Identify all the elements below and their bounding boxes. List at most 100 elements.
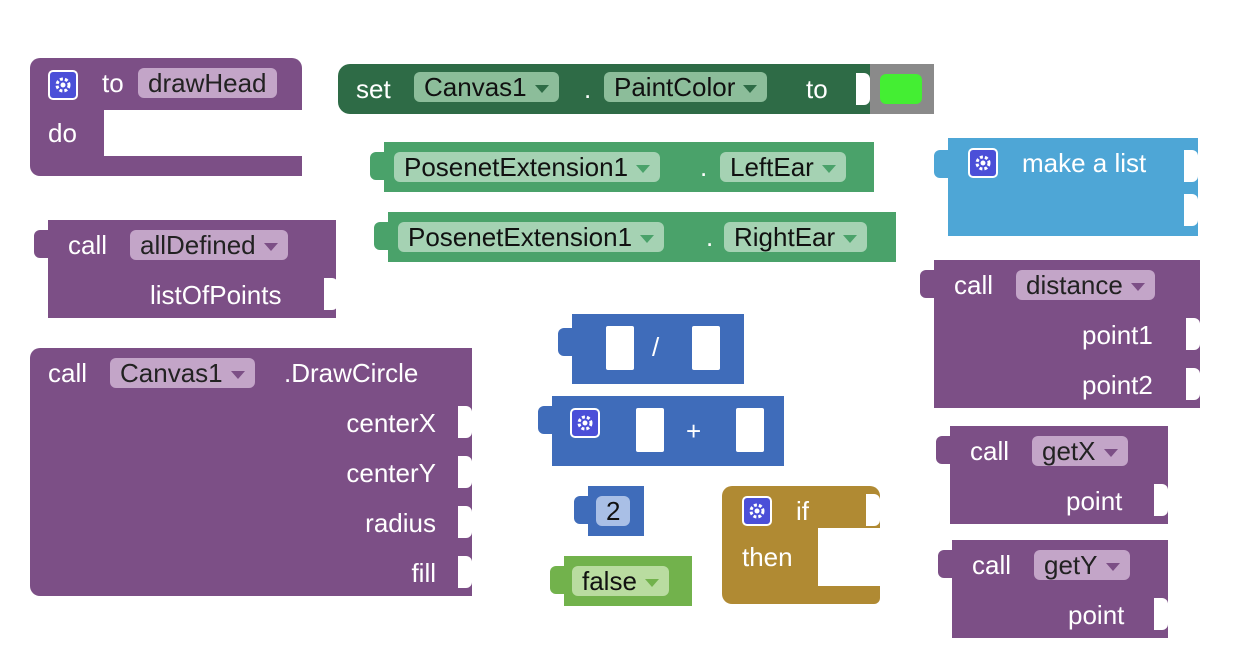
- chevron-down-icon: [1103, 449, 1118, 458]
- arg-label-centerx: centerX: [346, 408, 436, 438]
- plus-operator: +: [686, 416, 702, 446]
- arg-label-point2: point2: [1082, 370, 1153, 400]
- color-block[interactable]: [870, 64, 934, 114]
- procedure-dropdown-label: distance: [1026, 270, 1123, 300]
- addend-socket[interactable]: [636, 408, 664, 452]
- math-divide-block[interactable]: /: [558, 314, 744, 384]
- call-gety-block[interactable]: call getY point: [938, 540, 1168, 638]
- then-label: then: [742, 542, 793, 572]
- chevron-down-icon: [230, 371, 245, 380]
- boolean-dropdown[interactable]: false: [572, 566, 669, 596]
- number-field[interactable]: 2: [596, 496, 631, 526]
- math-number-block[interactable]: 2: [574, 486, 644, 536]
- color-swatch[interactable]: [880, 74, 922, 104]
- component-property-getter-right-ear[interactable]: PosenetExtension1 . RightEar: [374, 212, 896, 262]
- procedure-dropdown[interactable]: getY: [1034, 550, 1130, 580]
- call-label: call: [954, 270, 994, 300]
- output-plug: [550, 566, 564, 594]
- divisor-socket[interactable]: [692, 326, 720, 370]
- component-dropdown-label: PosenetExtension1: [408, 222, 633, 252]
- call-label: call: [48, 358, 88, 388]
- procedure-dropdown-label: getX: [1042, 436, 1096, 466]
- gear-icon[interactable]: [968, 148, 998, 178]
- component-dropdown[interactable]: PosenetExtension1: [394, 152, 661, 182]
- output-plug: [936, 436, 950, 464]
- arg-label-centery: centerY: [346, 458, 436, 488]
- gear-icon[interactable]: [570, 408, 600, 438]
- condition-socket[interactable]: [866, 494, 880, 526]
- procedure-dropdown[interactable]: distance: [1016, 270, 1155, 300]
- chevron-down-icon: [644, 579, 659, 588]
- component-dropdown[interactable]: Canvas1: [414, 72, 559, 102]
- component-property-getter-left-ear[interactable]: PosenetExtension1 . LeftEar: [370, 142, 874, 192]
- gear-icon[interactable]: [48, 70, 78, 100]
- component-dropdown[interactable]: PosenetExtension1: [398, 222, 665, 252]
- arg-label: listOfPoints: [150, 280, 282, 310]
- gear-icon[interactable]: [742, 496, 772, 526]
- property-dropdown-label: PaintColor: [614, 72, 736, 102]
- component-dropdown-label: PosenetExtension1: [404, 152, 629, 182]
- property-dropdown[interactable]: LeftEar: [720, 152, 846, 182]
- dot-label: .: [584, 74, 592, 104]
- logic-boolean-block[interactable]: false: [550, 556, 692, 606]
- arg-socket[interactable]: [1154, 484, 1168, 516]
- chevron-down-icon: [1105, 563, 1120, 572]
- chevron-down-icon: [843, 235, 858, 244]
- control-if-block[interactable]: if then: [722, 486, 880, 604]
- do-label: do: [48, 118, 77, 148]
- item-socket[interactable]: [1184, 194, 1198, 226]
- arg-socket[interactable]: [458, 506, 472, 538]
- arg-socket[interactable]: [458, 456, 472, 488]
- arg-socket[interactable]: [1154, 598, 1168, 630]
- dot-label: .: [700, 152, 708, 182]
- output-plug: [370, 152, 384, 180]
- component-dropdown-label: Canvas1: [424, 72, 527, 102]
- arg-label-point1: point1: [1082, 320, 1153, 350]
- addend-socket[interactable]: [736, 408, 764, 452]
- property-dropdown[interactable]: PaintColor: [604, 72, 768, 102]
- chevron-down-icon: [743, 85, 758, 94]
- arg-socket[interactable]: [1186, 318, 1200, 350]
- value-socket[interactable]: [856, 73, 870, 105]
- to-label: to: [102, 68, 124, 98]
- if-label: if: [796, 496, 809, 526]
- procedure-definition-block[interactable]: to drawHead do: [30, 58, 302, 176]
- arg-label: point: [1068, 600, 1125, 630]
- divide-operator: /: [652, 332, 660, 362]
- arg-socket[interactable]: [458, 406, 472, 438]
- output-plug: [558, 328, 572, 356]
- make-a-list-block[interactable]: make a list: [934, 138, 1198, 236]
- call-draw-circle-block[interactable]: call Canvas1 .DrawCircle centerX centerY…: [30, 348, 472, 596]
- call-getx-block[interactable]: call getX point: [936, 426, 1168, 524]
- item-socket[interactable]: [1184, 150, 1198, 182]
- make-a-list-label: make a list: [1022, 148, 1147, 178]
- output-plug: [374, 222, 388, 250]
- math-add-block[interactable]: +: [538, 396, 784, 466]
- chevron-down-icon: [636, 165, 651, 174]
- dividend-socket[interactable]: [606, 326, 634, 370]
- call-label: call: [68, 230, 108, 260]
- component-dropdown-label: Canvas1: [120, 358, 223, 388]
- component-dropdown[interactable]: Canvas1: [110, 358, 255, 388]
- method-label: .DrawCircle: [284, 358, 419, 388]
- arg-socket[interactable]: [458, 556, 472, 588]
- to-label: to: [806, 74, 828, 104]
- property-dropdown-label: LeftEar: [730, 152, 814, 182]
- call-label: call: [972, 550, 1012, 580]
- arg-label-radius: radius: [365, 508, 436, 538]
- output-plug: [920, 270, 934, 298]
- property-dropdown[interactable]: RightEar: [724, 222, 868, 252]
- procedure-dropdown[interactable]: getX: [1032, 436, 1128, 466]
- procedure-name-field[interactable]: drawHead: [138, 68, 277, 98]
- output-plug: [574, 496, 588, 524]
- call-all-defined-block[interactable]: call allDefined listOfPoints: [34, 220, 338, 318]
- arg-socket[interactable]: [324, 278, 338, 310]
- property-dropdown-label: RightEar: [734, 222, 836, 252]
- arg-socket[interactable]: [1186, 368, 1200, 400]
- output-plug: [934, 150, 948, 178]
- call-distance-block[interactable]: call distance point1 point2: [920, 260, 1200, 408]
- procedure-dropdown[interactable]: allDefined: [130, 230, 288, 260]
- set-property-block[interactable]: set Canvas1 . PaintColor to: [338, 64, 870, 114]
- call-label: call: [970, 436, 1010, 466]
- procedure-dropdown-label: allDefined: [140, 230, 256, 260]
